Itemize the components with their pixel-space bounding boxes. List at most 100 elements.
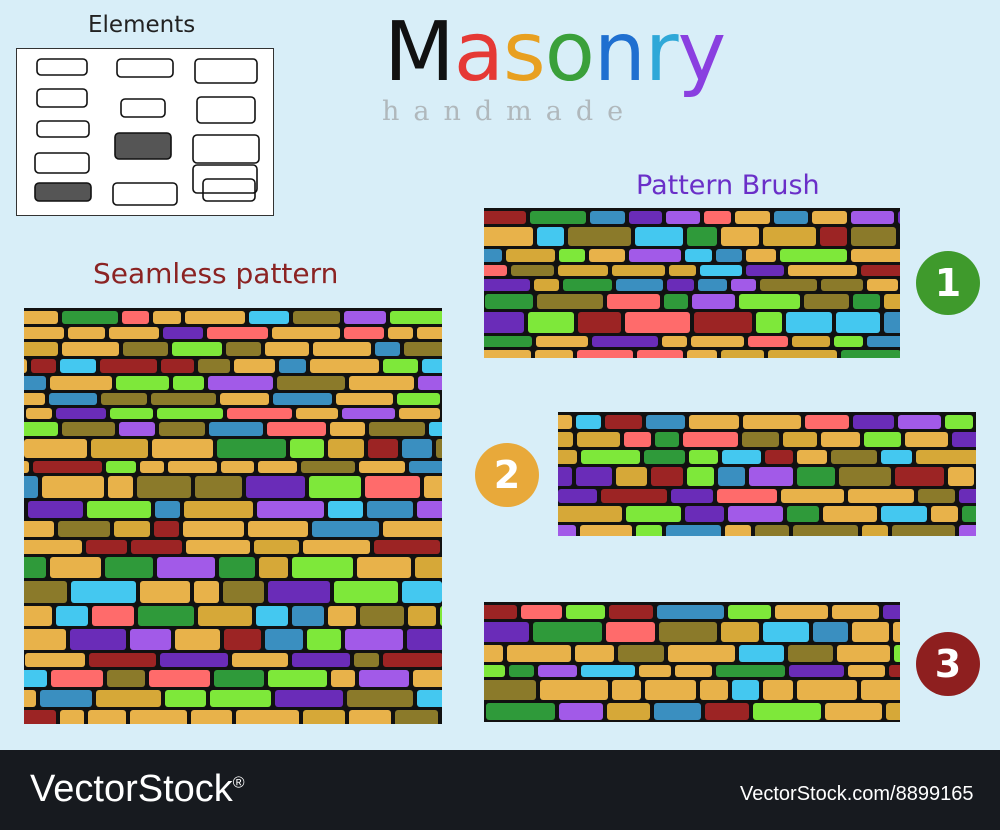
brick	[293, 311, 340, 324]
brick	[671, 489, 713, 503]
brick	[666, 525, 721, 536]
brick	[415, 557, 442, 578]
brick	[654, 703, 701, 720]
brick	[540, 680, 608, 700]
brick	[309, 476, 361, 498]
brick	[163, 327, 203, 339]
brick	[694, 312, 752, 333]
brick-outline	[120, 98, 166, 118]
brick	[793, 525, 858, 536]
brick	[848, 489, 914, 503]
brick	[24, 327, 64, 339]
brick	[96, 690, 161, 707]
brick	[342, 408, 395, 419]
brick	[131, 540, 182, 554]
brick	[666, 211, 700, 224]
brick	[290, 439, 324, 458]
brick	[484, 227, 533, 246]
brick	[821, 279, 863, 291]
brick	[152, 439, 213, 458]
brick	[91, 439, 148, 458]
brick	[248, 521, 308, 537]
brick	[831, 450, 877, 464]
brick	[742, 432, 779, 447]
title-letter: n	[593, 5, 646, 100]
brick	[60, 710, 84, 724]
brick	[625, 312, 690, 333]
brick	[962, 506, 976, 522]
brick	[804, 294, 849, 309]
brick	[484, 622, 529, 642]
brick	[62, 422, 115, 436]
brick	[558, 450, 577, 464]
brick	[209, 422, 263, 436]
brick	[895, 467, 944, 486]
brick	[418, 376, 442, 390]
brick	[172, 342, 222, 356]
brick	[194, 581, 219, 603]
brick	[70, 629, 126, 650]
brick	[685, 249, 712, 262]
brick	[760, 279, 817, 291]
brick	[484, 249, 502, 262]
brick	[130, 710, 187, 724]
brick	[538, 665, 577, 677]
brick	[812, 211, 847, 224]
brick	[716, 249, 742, 262]
brick	[563, 279, 612, 291]
brick	[249, 311, 289, 324]
brick	[49, 393, 97, 405]
brick	[509, 665, 534, 677]
brick	[668, 645, 735, 662]
brick	[24, 342, 58, 356]
brick	[577, 432, 620, 447]
brick	[272, 327, 340, 339]
brick	[624, 432, 651, 447]
brick-outline	[36, 88, 88, 108]
brick	[705, 703, 749, 720]
brick	[763, 622, 809, 642]
brick	[24, 629, 66, 650]
brick	[839, 467, 891, 486]
brick	[354, 653, 379, 667]
seamless-pattern-title: Seamless pattern	[93, 257, 339, 290]
brick	[781, 489, 844, 503]
brick	[257, 501, 324, 518]
brick	[559, 249, 585, 262]
brick	[749, 467, 793, 486]
brick	[533, 622, 602, 642]
brick	[208, 376, 273, 390]
brick	[851, 211, 894, 224]
elements-panel	[16, 48, 274, 216]
brick	[344, 311, 386, 324]
brick	[56, 606, 88, 626]
brick	[157, 557, 215, 578]
masonry-title: Masonry	[384, 12, 726, 94]
brick	[198, 359, 230, 373]
brick	[157, 408, 223, 419]
brick	[775, 605, 828, 619]
brick	[575, 645, 614, 662]
title-letter: o	[544, 5, 595, 100]
brick	[748, 336, 788, 347]
brick	[88, 710, 126, 724]
brick	[397, 393, 440, 405]
brick	[581, 450, 640, 464]
brick	[763, 227, 816, 246]
brick	[24, 359, 27, 373]
brick	[645, 680, 696, 700]
brick	[413, 670, 442, 687]
brick	[581, 665, 635, 677]
brick	[821, 432, 860, 447]
brick	[521, 605, 562, 619]
brick	[186, 540, 250, 554]
brick	[191, 710, 232, 724]
brick	[889, 665, 900, 677]
brick	[698, 279, 727, 291]
brick	[590, 211, 625, 224]
brick	[409, 461, 442, 473]
brick	[24, 476, 38, 498]
brick	[787, 506, 819, 522]
brick	[185, 311, 245, 324]
brick	[558, 525, 576, 536]
